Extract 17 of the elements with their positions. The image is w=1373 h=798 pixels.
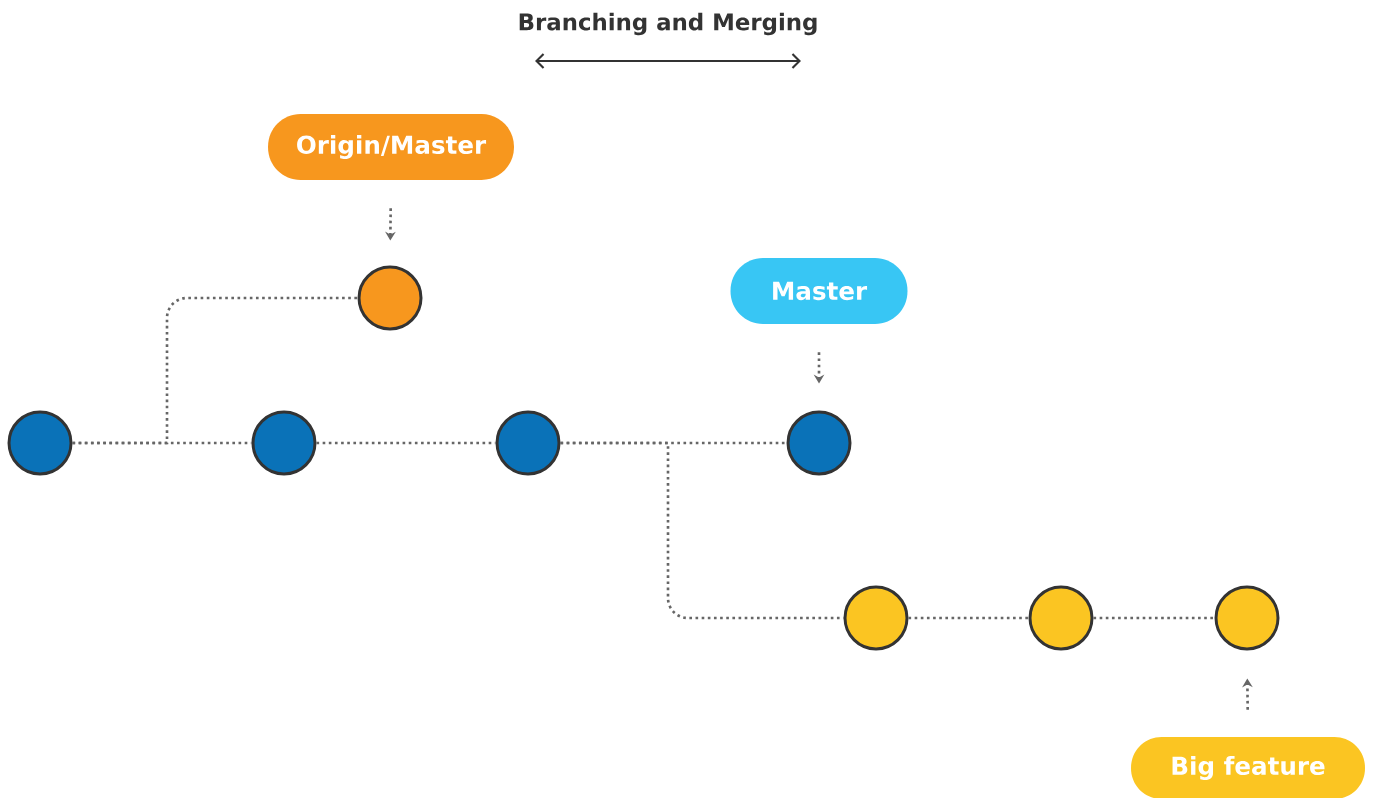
commit-circle (786, 410, 852, 476)
connector-line (72, 296, 358, 445)
connector-line (560, 441, 844, 620)
commit-circle (1028, 585, 1094, 651)
connector-line (1093, 616, 1215, 620)
branch-label: Big feature (1131, 737, 1365, 798)
commit-circle (495, 410, 561, 476)
branch-label: Master (730, 258, 908, 324)
title: Branching and Merging (519, 12, 817, 36)
commit-circle (7, 410, 73, 476)
connector-line (316, 441, 496, 445)
commit-circle (843, 585, 909, 651)
commit-circle (357, 265, 423, 331)
commit-circle (1214, 585, 1280, 651)
commit-circle (251, 410, 317, 476)
branch-label: Origin/Master (268, 114, 514, 180)
connector-line (908, 616, 1029, 620)
